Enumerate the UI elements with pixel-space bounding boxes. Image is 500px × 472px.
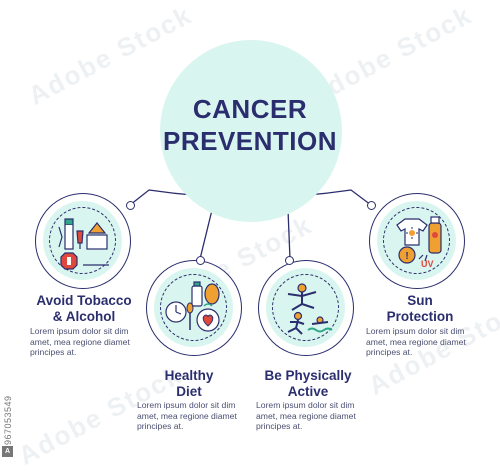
adobe-stock-logo: A bbox=[2, 446, 13, 457]
step-text-line: amet, mea regione diamet bbox=[137, 410, 237, 421]
step-text-tobacco: Lorem ipsum dolor sit dim amet, mea regi… bbox=[30, 326, 150, 358]
step-text-line: principes at. bbox=[137, 421, 184, 431]
step-text-line: principes at. bbox=[366, 347, 413, 357]
step-title-line: Healthy bbox=[164, 368, 214, 383]
healthy-diet-icon bbox=[165, 281, 220, 332]
step-text-line: Lorem ipsum dolor sit dim bbox=[30, 326, 129, 336]
step-text-diet: Lorem ipsum dolor sit dim amet, mea regi… bbox=[137, 400, 257, 432]
step-title-sun: Sun Protection bbox=[360, 293, 480, 325]
step-text-sun: Lorem ipsum dolor sit dim amet, mea regi… bbox=[366, 326, 486, 358]
step-title-line: Sun bbox=[407, 293, 433, 308]
step-text-line: principes at. bbox=[256, 421, 303, 431]
step-text-line: amet, mea regione diamet bbox=[30, 336, 130, 347]
stock-id-text: 967053549 bbox=[3, 395, 13, 445]
svg-text:UV: UV bbox=[421, 259, 434, 269]
sun-protection-icon: ! UV bbox=[396, 216, 442, 269]
step-text-line: Lorem ipsum dolor sit dim bbox=[366, 326, 465, 336]
svg-text:!: ! bbox=[405, 251, 408, 262]
physical-activity-icon bbox=[287, 283, 333, 335]
stock-id-label: 967053549 bbox=[3, 320, 13, 460]
step-text-line: Lorem ipsum dolor sit dim bbox=[137, 400, 236, 410]
step-title-line: & Alcohol bbox=[52, 309, 116, 324]
step-circle-active bbox=[258, 260, 354, 356]
step-text-line: Lorem ipsum dolor sit dim bbox=[256, 400, 355, 410]
step-text-line: amet, mea regione diamet bbox=[366, 336, 466, 347]
step-circle-diet bbox=[146, 260, 242, 356]
step-text-line: principes at. bbox=[30, 347, 77, 357]
step-circle-sun: ! UV bbox=[369, 193, 465, 289]
step-title-active: Be Physically Active bbox=[248, 368, 368, 400]
tobacco-alcohol-icon bbox=[58, 218, 109, 270]
step-title-line: Be Physically bbox=[264, 368, 352, 383]
step-title-tobacco: Avoid Tobacco & Alcohol bbox=[24, 293, 144, 325]
connector-dot bbox=[285, 256, 294, 265]
page-title: CANCER PREVENTION bbox=[125, 93, 375, 157]
connector-dot bbox=[367, 201, 376, 210]
title-circle bbox=[160, 40, 342, 222]
title-line: CANCER bbox=[192, 94, 308, 124]
step-title-line: Avoid Tobacco bbox=[36, 293, 132, 308]
step-circle-tobacco bbox=[35, 193, 131, 289]
step-text-line: amet, mea regione diamet bbox=[256, 410, 356, 421]
step-text-active: Lorem ipsum dolor sit dim amet, mea regi… bbox=[256, 400, 376, 432]
connector-dot bbox=[126, 201, 135, 210]
step-title-line: Diet bbox=[176, 384, 202, 399]
step-title-diet: Healthy Diet bbox=[133, 368, 245, 400]
step-title-line: Protection bbox=[386, 309, 454, 324]
title-line: PREVENTION bbox=[162, 126, 338, 156]
connector-dot bbox=[196, 256, 205, 265]
step-title-line: Active bbox=[287, 384, 329, 399]
